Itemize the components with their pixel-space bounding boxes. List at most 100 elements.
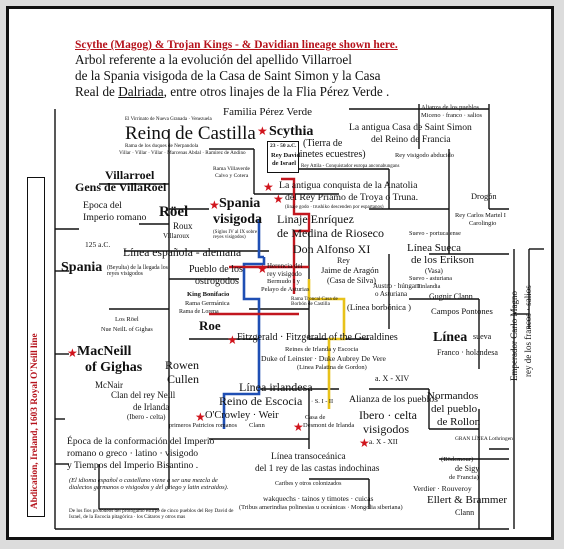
rey-attila: Rey Attila - Conquistador europa anconab… [301,164,400,169]
bottom-1: De los fios protodeos del protogamo esti… [69,508,234,520]
spania-visigoda-1: Spania [219,196,261,211]
star-icon: ★ [257,124,268,138]
linaje-enriquez-2: de Medina de Rioseco [277,226,384,240]
pueblo-2: ostrogodos [195,276,239,287]
epoca-conf-2: romano o greco · latino · visigodo [67,448,199,459]
star-icon: ★ [195,410,206,424]
macneill-1: MacNeill [77,344,132,359]
mcnair: McNair [95,380,123,390]
rama-germanica: Rama Germánica [185,300,230,307]
caribes: Caribes y otros colonizados [275,481,342,487]
title-line-1: Arbol referente a la evolución del apell… [75,52,352,67]
epoca-2: Imperio romano [83,212,147,223]
ibero-celta-2: visigodos [363,422,410,436]
rey-jaime-3: (Casa de Silva) [327,276,376,285]
rey-abducido: Rey visigodo abducido [395,152,454,159]
villarroel-label: Villarroel [105,168,155,182]
star-icon: ★ [257,262,268,276]
austro-2: o Asturiana [375,290,408,298]
cullen: Cullen [167,372,199,386]
linea-irlandesa: Línea irlandesa [239,380,313,394]
linea-sueca-1: Línea Sueca [407,242,462,254]
star-icon: ★ [227,333,238,347]
blue-lineage-line-2 [242,257,266,339]
reino-castilla-label: Reino de Castilla [125,123,256,144]
blue-lineage-line-3 [222,339,261,429]
bottom-2: (Tribus amerindias polinesias u oceánica… [239,504,403,511]
alianza-pueblos: Alianza de los pueblos [349,394,438,405]
dalriada-link: Dalriada [118,84,164,99]
clan-rey-neill: Clan del rey Neill [111,390,176,400]
rey-carlos-martel: Rey Carlos Martel I [455,212,506,219]
rama-borbon: Rama Troncal Casa de Borbón de Castilla [291,296,338,308]
castilla-sub-1: Rama de los duques de Nerpandola [125,143,199,149]
king-bonifacio: King Bonifacio [187,291,230,298]
linea-borbonica: (Línea borbónica ) [347,302,411,312]
star-icon: ★ [67,346,78,360]
red-lineage-line-1 [281,177,311,294]
bodemour: (Bödemour) [441,456,474,463]
david-name: Rey David [271,152,301,159]
linea-sueca-2: de los Erikson [411,254,474,266]
gens-villaroel: Gens de VillaRöel [75,180,167,194]
star-icon: ★ [263,180,274,194]
castilla-sub-2: Villar · Villar · Villar · Marcenas Abda… [119,150,246,156]
star-icon: ★ [209,198,220,212]
el-idioma: (El idioma español o castellano viene a … [69,477,229,492]
campos-pontones: Campos Pontones [431,306,493,316]
ibero-celta-1: Ibero · celta [359,408,417,422]
herencia-2: rey visigodo [267,270,302,278]
epoca-1: Epoca del [83,200,122,211]
connector-lines [54,104,544,530]
herencia-1: Herencia del [267,262,303,270]
linea-trans-1: Línea transoceánica [271,452,346,462]
spania-visigoda-2: visigoda [213,212,263,227]
bottom-3: wakquechs · tainos y timotes · cuicas [263,494,374,503]
suevo-asturiana: Suevo - asturiana [409,275,452,282]
macneill-2: of Gighas [85,360,143,375]
de-irlanda: de Irlanda [133,402,170,412]
sueva: sueva [473,332,492,341]
spania-main-sub: (Beyulta) de la llegada los reyes visigo… [107,265,168,278]
alianza-2: Miceno · franco · salios [421,112,483,119]
linea-palatina: (Linea Palatina de Gordon) [297,364,367,371]
spania-visigoda-sub: (Siglos IV al IX sobre reyes visigodos) [213,230,258,241]
linea-trans-2: del 1 rey de las castas indochinas [255,464,380,474]
linea-right: Línea [433,330,468,345]
villaroux-label: Villaroux [163,232,190,240]
finlandia: Finlandia [417,283,441,290]
epoca-conf-1: Época de la conformación del Imperio [67,436,215,447]
primeros-patricios: primeros Patricios romanos [169,422,238,429]
spania-main: Spania [61,260,103,275]
vertical-abdication-label: Abdication, Ireland, 1603 Royal O'Neill … [30,333,40,509]
nue-neill: Nue NeilL of Gighas [101,326,153,333]
gran-linea: GRAN LÍNEA Lothringen [455,436,513,442]
rey-jaime-1: Rey [337,256,350,265]
clann: Clann [455,508,475,517]
title-line-3: Real de Dalriada, entre otros linajes de… [75,85,389,99]
reines: Reines de Irlanda y Escocia [285,346,359,353]
normandos-2: del pueblo [431,403,478,415]
herencia-3: Bermudo I y [267,278,300,285]
siglo: · S. I - II [311,398,334,405]
star-icon: ★ [293,420,304,434]
anatolia-1: La antigua conquista de la Anatolia [279,180,418,191]
headline: Scythe (Magog) & Trojan Kings - & Davidi… [75,39,398,51]
epoca-conf-3: y Tiempos del Imperio Bisantino . [67,460,199,471]
ocrowley: O'Crowley · Weir [205,410,279,421]
rey-francos-label: rey de los francos · salios [523,285,533,377]
alianza-1: Alianza de los pueblos [421,104,480,111]
david-place: de Israel [272,160,297,167]
emperador-label: Emperador Carlo Magno [509,291,519,381]
anatolia-2: del Rey Príamo de Troya o Truna. [285,192,419,203]
ibero-celta-small: (Ibero - celta) [127,413,166,421]
roel-label: Röel [159,204,189,220]
drogon: Drogón [471,192,497,201]
de-francia: de Francia) [449,474,479,481]
austro-1: Austro · húngara [373,282,421,290]
rama-villaverde: Rama Villaverde [213,166,250,172]
vertical-label-box [27,177,45,517]
desmont: Desmont de Irlanda [303,422,355,429]
casa-saint-simon-2: del Reino de Francia [371,134,451,145]
fitzgerald: Fitzgerald · Fitzgerald of the Geraldine… [237,332,398,343]
